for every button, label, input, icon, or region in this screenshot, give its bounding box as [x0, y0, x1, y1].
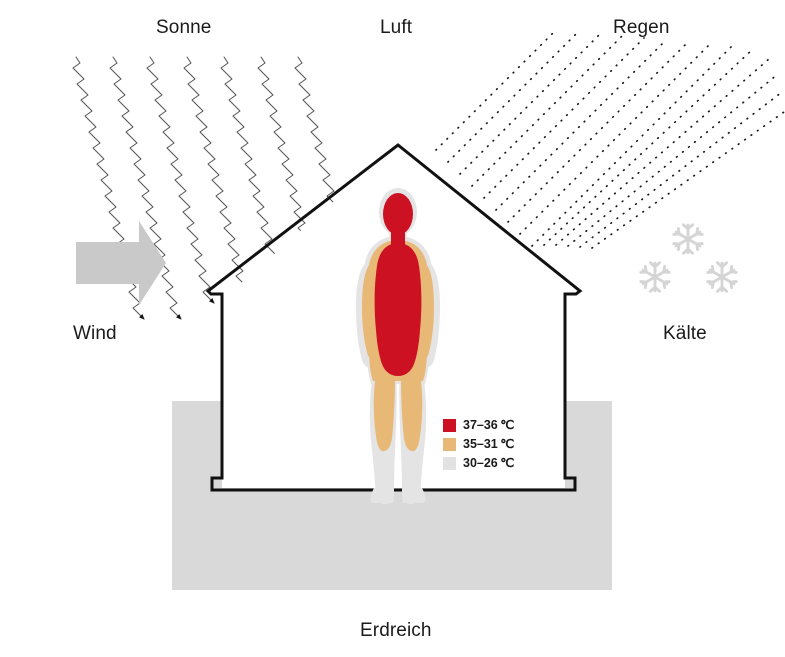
rain-group [435, 29, 785, 249]
rain-line [483, 37, 645, 199]
legend-item: 37–36 ℃ [443, 418, 514, 432]
wind-arrow-icon [76, 221, 166, 305]
house-outline [205, 143, 583, 492]
label-sonne: Sonne [156, 17, 212, 38]
rain-line [567, 73, 779, 247]
legend-swatch-outer [443, 456, 456, 470]
label-wind: Wind [73, 323, 117, 344]
human-body-figure [356, 188, 440, 505]
legend-label-outer: 30–26 ℃ [463, 455, 515, 470]
label-kaelte: Kälte [663, 323, 707, 344]
legend-item: 35–31 ℃ [443, 437, 514, 451]
legend-swatch-core [443, 418, 456, 432]
legend-label-middle: 35–31 ℃ [463, 436, 515, 451]
sun-ray [146, 56, 215, 304]
rain-line [591, 111, 785, 249]
legend-swatch-middle [443, 437, 456, 451]
label-luft: Luft [380, 17, 413, 38]
rain-line [579, 91, 783, 248]
rain-line [519, 43, 711, 235]
temperature-legend: 37–36 ℃ 35–31 ℃ 30–26 ℃ [443, 418, 514, 470]
sun-ray [257, 56, 314, 256]
snowflake-icon [706, 261, 738, 293]
body-zone-core [374, 193, 422, 376]
sun-ray [220, 56, 281, 272]
rain-line [531, 45, 733, 247]
rain-line [471, 35, 623, 187]
rain-line [435, 29, 557, 151]
label-regen: Regen [613, 17, 670, 38]
rain-line [495, 39, 667, 211]
snowflake-icon [672, 223, 704, 255]
rain-line [507, 41, 689, 223]
rain-line [543, 47, 755, 246]
legend-item: 30–26 ℃ [443, 456, 514, 470]
rain-line [459, 33, 601, 175]
rain-line [447, 31, 579, 163]
legend-label-core: 37–36 ℃ [463, 417, 515, 432]
sun-ray [183, 56, 248, 288]
label-erdreich: Erdreich [360, 620, 432, 641]
snowflake-icon [639, 261, 671, 293]
snowflakes-group [639, 223, 738, 293]
sun-ray [109, 56, 182, 320]
rain-line [555, 57, 771, 246]
